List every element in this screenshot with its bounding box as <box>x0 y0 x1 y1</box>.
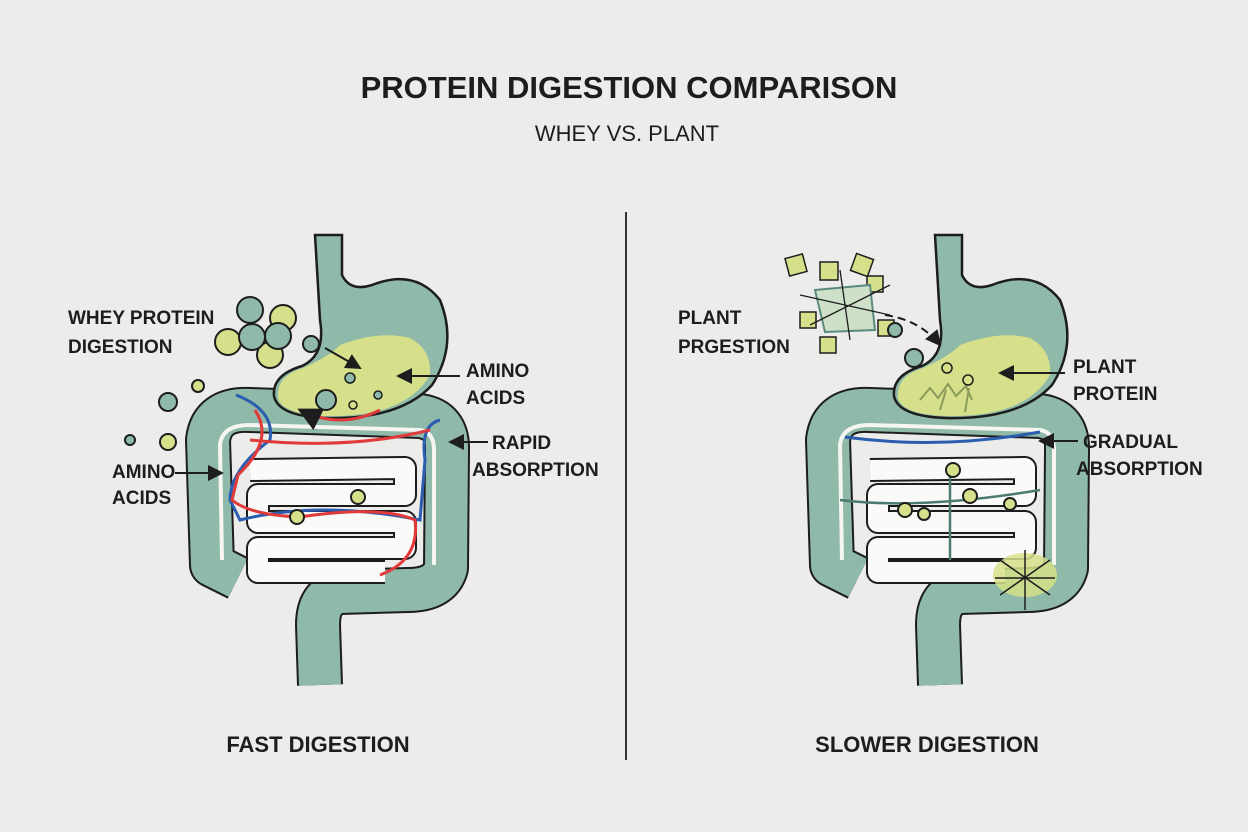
plant-fiber-icon <box>919 382 973 413</box>
page-title: PROTEIN DIGESTION COMPARISON <box>361 70 898 105</box>
intestine-amino-label-line1: AMINO <box>112 462 175 483</box>
plant-heading-line1: PLANT <box>678 308 742 329</box>
slower-digestion-caption: SLOWER DIGESTION <box>815 732 1039 757</box>
rapid-absorption-line1: RAPID <box>492 433 551 454</box>
small-intestine <box>246 456 417 584</box>
page-subtitle: WHEY VS. PLANT <box>535 121 719 146</box>
plant-digestive-system <box>784 233 1090 686</box>
gradual-absorption-line1: GRADUAL <box>1083 432 1178 453</box>
intestine-amino-label-line2: ACIDS <box>112 488 171 509</box>
plant-protein-label-line2: PROTEIN <box>1073 384 1157 405</box>
stomach-amino-label-line2: ACIDS <box>466 388 525 409</box>
stomach <box>892 233 1069 420</box>
stomach-amino-label-line1: AMINO <box>466 361 529 382</box>
stomach <box>272 233 449 431</box>
churn-arrow <box>297 408 381 431</box>
whey-digestive-system <box>124 233 470 686</box>
whey-heading-line2: DIGESTION <box>68 337 173 358</box>
whey-heading-line1: WHEY PROTEIN <box>68 308 214 329</box>
large-intestine <box>185 386 470 686</box>
plant-protein-particles <box>784 252 942 368</box>
gradual-absorption-line2: ABSORPTION <box>1076 459 1203 480</box>
plant-heading-line2: PRGESTION <box>678 337 790 358</box>
blood-vessels <box>228 393 441 577</box>
rapid-absorption-line2: ABSORPTION <box>472 460 599 481</box>
fast-digestion-caption: FAST DIGESTION <box>226 732 409 757</box>
plant-protein-label-line1: PLANT <box>1073 357 1137 378</box>
slow-absorption-path <box>839 430 1057 610</box>
small-intestine <box>866 456 1037 584</box>
whey-protein-cluster <box>124 296 362 451</box>
